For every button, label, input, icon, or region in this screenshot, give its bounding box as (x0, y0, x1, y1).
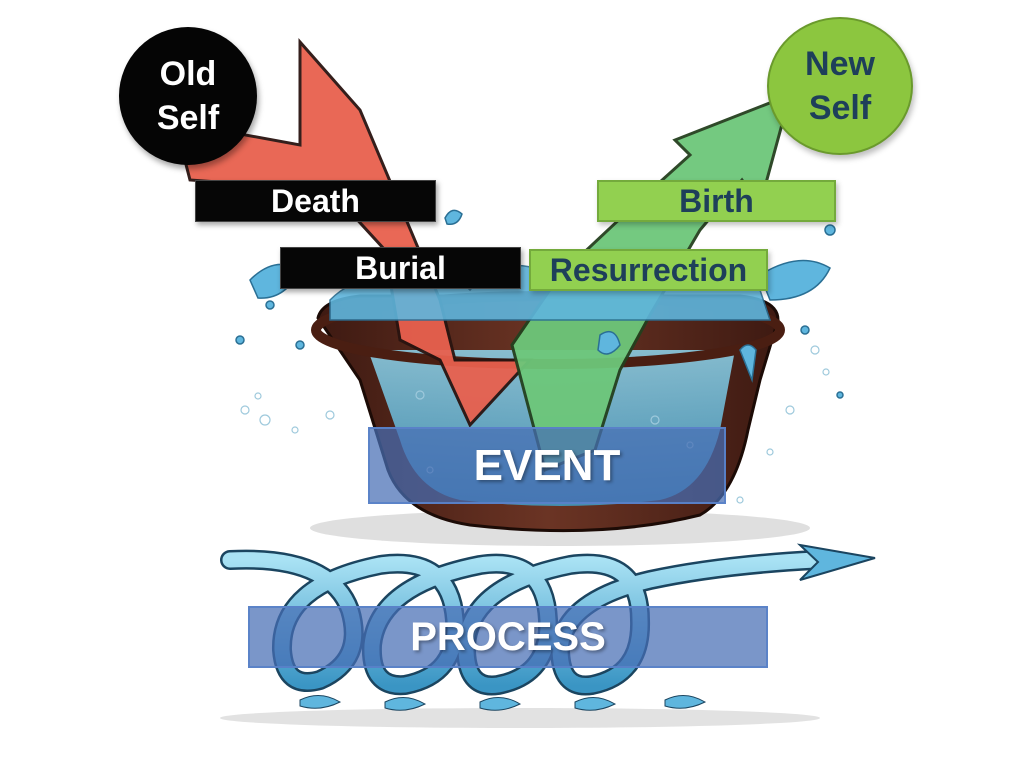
old-self-circle: Old Self (119, 27, 257, 165)
burial-label: Burial (280, 247, 521, 289)
process-band: PROCESS (248, 606, 768, 668)
event-band: EVENT (368, 427, 726, 504)
new-self-circle: New Self (767, 17, 913, 155)
new-self-line2: Self (808, 89, 872, 127)
coil-splashes (299, 695, 707, 711)
death-label: Death (195, 180, 436, 222)
resurrection-label: Resurrection (529, 249, 768, 291)
old-self-line2: Self (156, 99, 220, 137)
old-self-line1: Old (159, 55, 217, 93)
coil-shadow (220, 708, 820, 728)
process-arrowhead (796, 543, 876, 581)
birth-label: Birth (597, 180, 836, 222)
new-self-line1: New (805, 45, 875, 83)
